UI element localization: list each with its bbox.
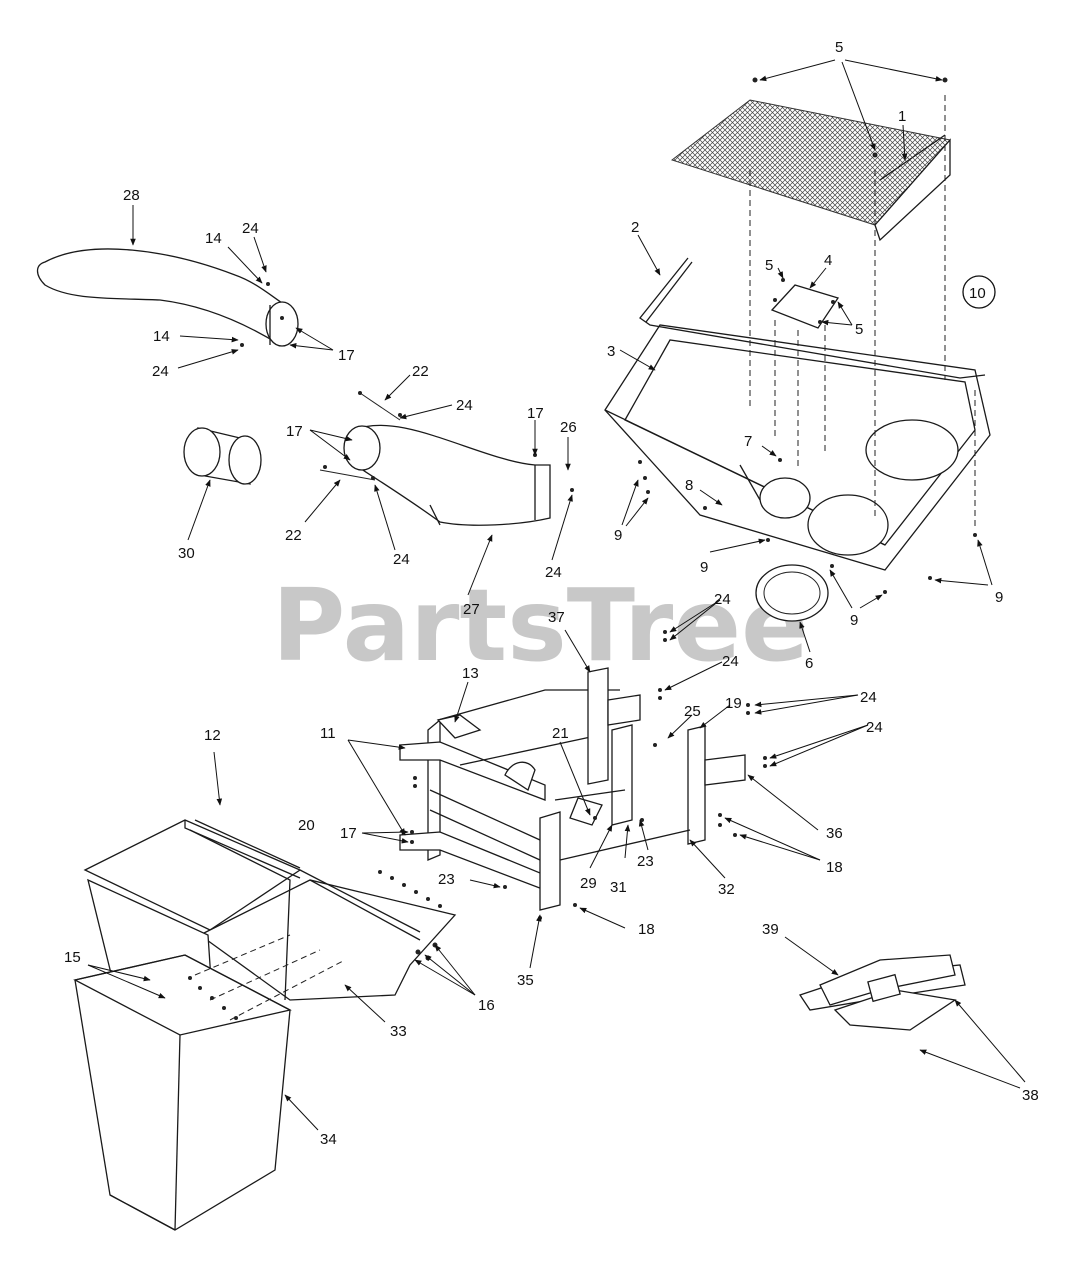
callout-23-right: 23 — [637, 853, 654, 870]
callout-30: 30 — [178, 545, 195, 562]
callout-14-bottom: 14 — [153, 328, 170, 345]
grass-bag-part-34 — [73, 954, 292, 1231]
handle-bar-part — [639, 257, 986, 379]
callout-39: 39 — [762, 921, 779, 938]
callout-5-mid: 5 — [765, 257, 773, 274]
callout-36: 36 — [826, 825, 843, 842]
assembly-lines-top — [749, 95, 976, 530]
callout-9-c: 9 — [850, 612, 858, 629]
callout-37: 37 — [548, 609, 565, 626]
callout-17-frame: 17 — [340, 825, 357, 842]
callout-29: 29 — [580, 875, 597, 892]
chute-elbow-part — [343, 424, 551, 526]
callout-25: 25 — [684, 703, 701, 720]
leader-lines — [87, 59, 1026, 1131]
callout-9-d: 9 — [995, 589, 1003, 606]
callout-17-elbow-end: 17 — [527, 405, 544, 422]
callout-28: 28 — [123, 187, 140, 204]
callout-17-chute: 17 — [338, 347, 355, 364]
plate-part-4 — [770, 284, 840, 329]
callout-17-elbow: 17 — [286, 423, 303, 440]
callout-4: 4 — [824, 252, 832, 269]
callout-27: 27 — [463, 601, 480, 618]
callout-24-frame-far: 24 — [866, 719, 883, 736]
callout-16: 16 — [478, 997, 495, 1014]
callout-24-frame-right: 24 — [860, 689, 877, 706]
callout-10-circle — [962, 275, 996, 309]
callout-13: 13 — [462, 665, 479, 682]
callout-18-right: 18 — [826, 859, 843, 876]
adapter-tube-part — [183, 427, 262, 485]
callout-8: 8 — [685, 477, 693, 494]
callout-12: 12 — [204, 727, 221, 744]
callout-33: 33 — [390, 1023, 407, 1040]
callout-2: 2 — [631, 219, 639, 236]
callout-24-elbow-top: 24 — [456, 397, 473, 414]
callout-34: 34 — [320, 1131, 337, 1148]
callout-11: 11 — [320, 725, 336, 742]
callout-24-elbow-right: 24 — [545, 564, 562, 581]
bagger-housing-part — [604, 324, 991, 571]
callout-9-b: 9 — [700, 559, 708, 576]
callout-35: 35 — [517, 972, 534, 989]
hardware-bolts-left — [240, 282, 574, 492]
callout-5-right: 5 — [855, 321, 863, 338]
callout-24-chute-top: 24 — [242, 220, 259, 237]
callout-26: 26 — [560, 419, 577, 436]
mower-blades-part — [798, 954, 966, 1031]
hardware-bolts-top — [638, 77, 977, 594]
callout-19: 19 — [725, 695, 742, 712]
callout-10: 10 — [969, 285, 986, 302]
callout-labels: 1 2 3 4 5 5 5 6 7 8 9 9 9 9 10 11 12 13 … — [64, 39, 1039, 1148]
callout-9-a: 9 — [614, 527, 622, 544]
watermark-text: PartsTree — [272, 567, 809, 684]
callout-15: 15 — [64, 949, 81, 966]
bag-frame-part-33 — [198, 869, 457, 1001]
callout-22-bottom: 22 — [285, 527, 302, 544]
callout-6: 6 — [805, 655, 813, 672]
callout-22-top: 22 — [412, 363, 429, 380]
discharge-chute-part — [36, 248, 299, 347]
callout-14-top: 14 — [205, 230, 222, 247]
callout-18-bottom: 18 — [638, 921, 655, 938]
mesh-screen-part — [670, 99, 951, 242]
callout-24-frame-mid: 24 — [722, 653, 739, 670]
callout-1: 1 — [898, 108, 906, 125]
callout-23-left: 23 — [438, 871, 455, 888]
callout-7: 7 — [744, 433, 752, 450]
callout-20: 20 — [298, 817, 315, 834]
callout-5-top: 5 — [835, 39, 843, 56]
callout-38: 38 — [1022, 1087, 1039, 1104]
callout-31: 31 — [610, 879, 627, 896]
hardware-bolts-middle — [410, 630, 767, 920]
callout-24-frame-top: 24 — [714, 591, 731, 608]
callout-24-elbow-bottom: 24 — [393, 551, 410, 568]
callout-3: 3 — [607, 343, 615, 360]
callout-32: 32 — [718, 881, 735, 898]
callout-24-chute-bottom: 24 — [152, 363, 169, 380]
gasket-ring-part — [755, 564, 829, 622]
callout-21: 21 — [552, 725, 569, 742]
mounting-frame-part — [399, 667, 746, 911]
